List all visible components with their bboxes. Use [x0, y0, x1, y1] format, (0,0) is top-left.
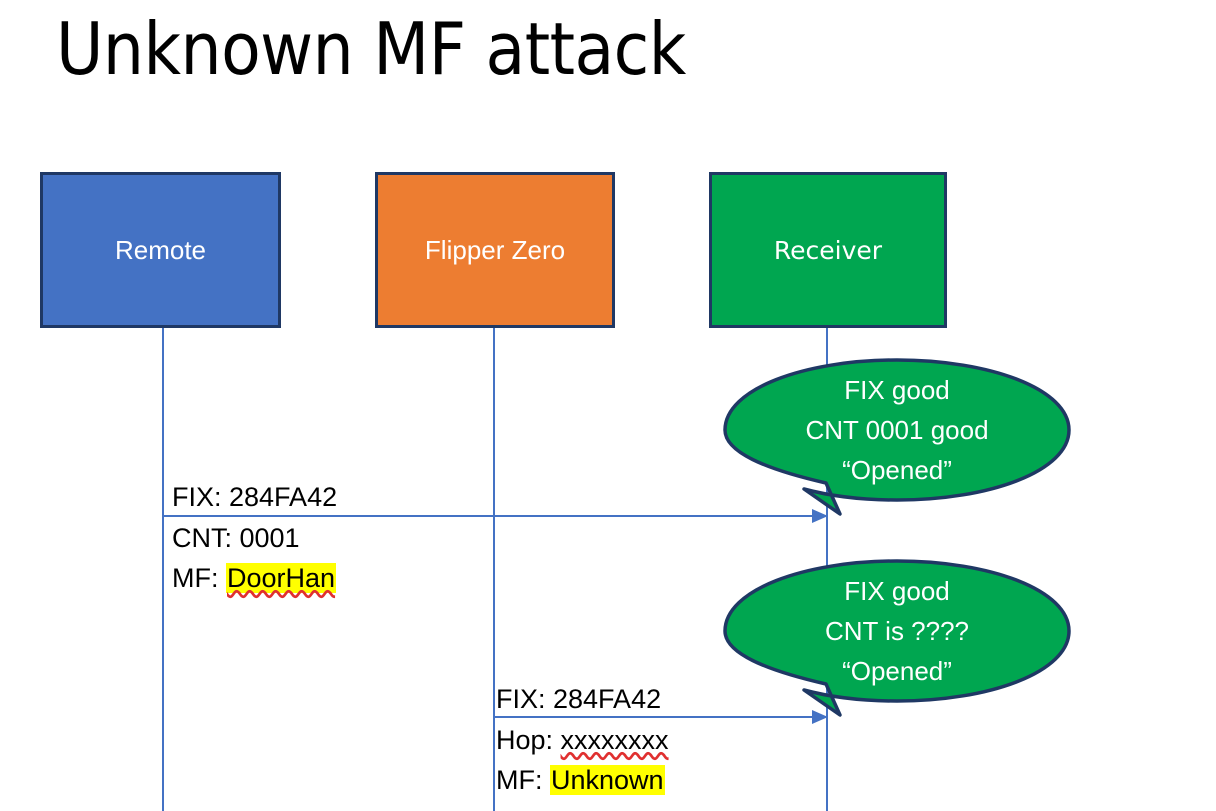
message-1-mf-label: MF: [172, 563, 226, 593]
message-1-detail-block: CNT: 0001 MF: DoorHan [172, 518, 337, 598]
message-2-line-fix: FIX: 284FA42 [496, 679, 661, 719]
message-1-line-mf: MF: DoorHan [172, 558, 337, 598]
actor-box-remote[interactable]: Remote [40, 172, 281, 328]
message-1-line-cnt: CNT: 0001 [172, 518, 336, 558]
message-2-hop-label: Hop: [496, 725, 561, 755]
message-2-hop-value: xxxxxxxx [560, 725, 669, 755]
callout-balloon-shape-2 [723, 559, 1071, 717]
lifeline-remote [162, 328, 164, 811]
message-1-cnt-value: 0001 [239, 523, 300, 553]
message-1-mf-value: DoorHan [226, 563, 337, 593]
message-2-line-mf: MF: Unknown [496, 760, 669, 800]
message-2-fix-text: FIX: 284FA42 [496, 684, 662, 714]
message-2-mf-value: Unknown [550, 765, 665, 795]
actor-box-receiver[interactable]: Receiver [709, 172, 947, 328]
callout-balloon-shape-1 [723, 358, 1071, 516]
message-2-detail-block: Hop: xxxxxxxx MF: Unknown [496, 720, 669, 800]
actor-label-receiver: Receiver [773, 235, 883, 265]
message-2-mf-label: MF: [496, 765, 550, 795]
message-1-fix-text: FIX: 284FA42 [172, 482, 338, 512]
page-title: Unknown MF attack [56, 7, 686, 91]
lifeline-flipper [493, 328, 495, 811]
actor-box-flipper[interactable]: Flipper Zero [375, 172, 615, 328]
actor-label-flipper: Flipper Zero [424, 234, 566, 265]
message-arrow-remote-to-receiver[interactable] [163, 509, 828, 523]
message-2-line-hop: Hop: xxxxxxxx [496, 720, 669, 760]
message-1-cnt-label: CNT: [172, 523, 240, 553]
callout-receiver-response-1[interactable]: FIX good CNT 0001 good “Opened” [722, 358, 1072, 521]
message-arrow-flipper-to-receiver[interactable] [494, 710, 828, 724]
callout-receiver-response-2[interactable]: FIX good CNT is ???? “Opened” [722, 559, 1072, 722]
message-1-line-fix: FIX: 284FA42 [172, 477, 337, 517]
actor-label-remote: Remote [114, 234, 207, 265]
